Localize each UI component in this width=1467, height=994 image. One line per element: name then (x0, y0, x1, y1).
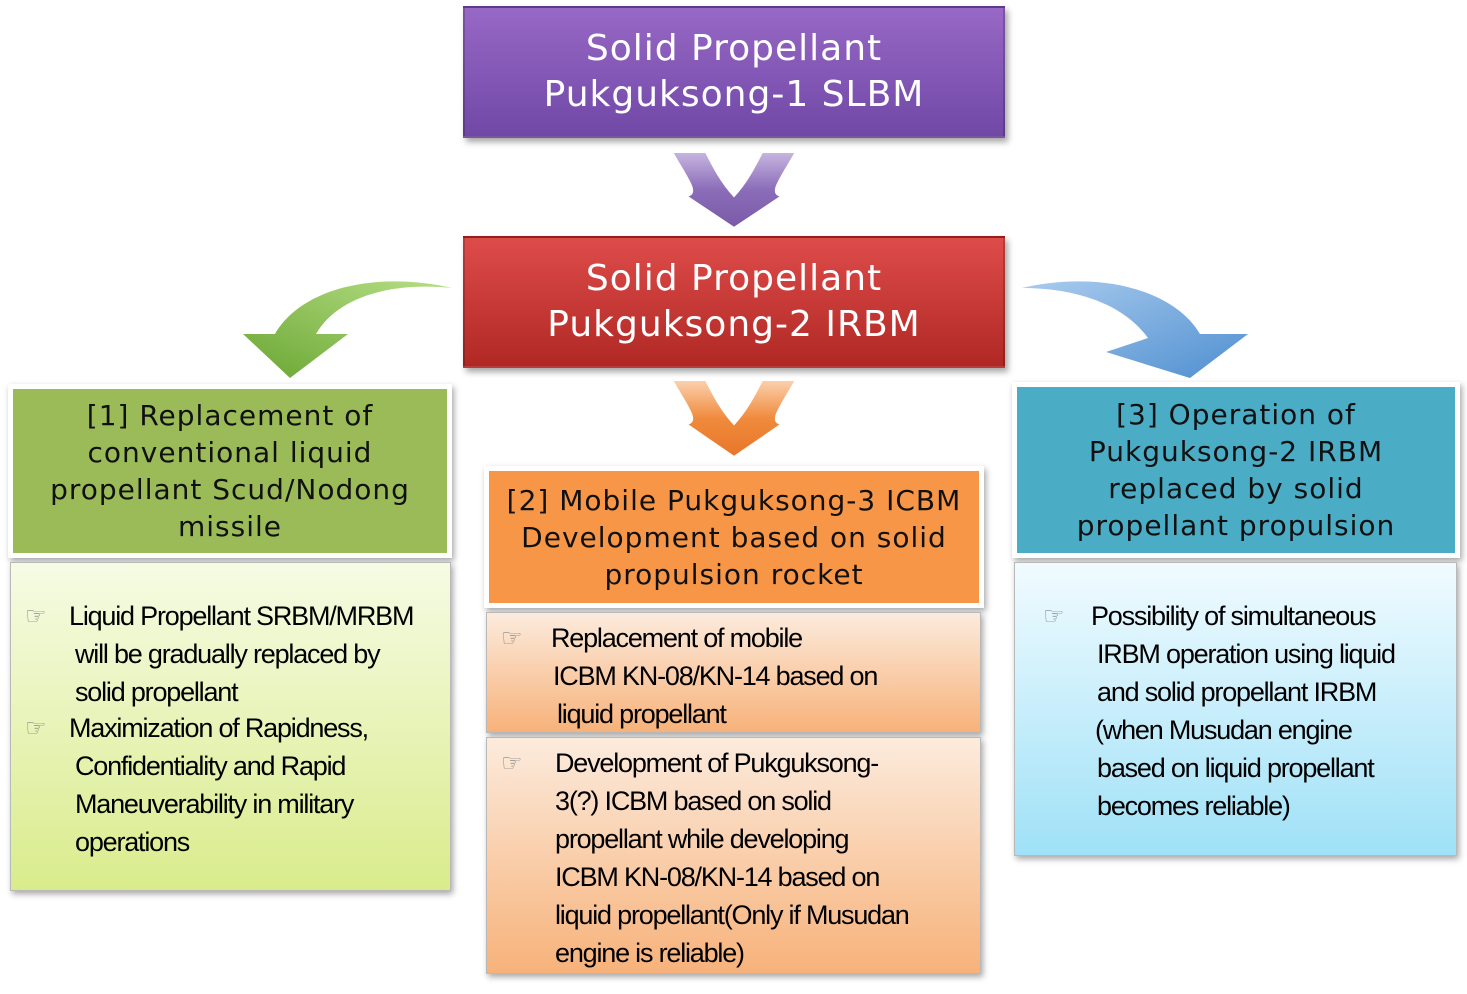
branch-2-content-2: ☞ Development of Pukguksong- 3(?) ICBM b… (486, 737, 981, 974)
middle-box-line-1: Solid Propellant (585, 258, 883, 299)
item-line: Liquid Propellant SRBM/MRBM (69, 601, 414, 631)
item-line: ICBM KN-08/KN-14 based on (553, 661, 878, 691)
item-line: ICBM KN-08/KN-14 based on (555, 862, 880, 892)
pointing-hand-icon: ☞ (501, 624, 523, 652)
pointing-hand-icon: ☞ (1043, 602, 1065, 630)
branch-1-content: ☞ Liquid Propellant SRBM/MRBM will be gr… (10, 562, 451, 891)
top-box-pukguksong-1: Solid Propellant Pukguksong-1 SLBM (463, 6, 1005, 138)
branch-2-header-line: Development based on solid (521, 520, 947, 554)
item-line: IRBM operation using liquid (1097, 639, 1396, 669)
branch-2-header: [2] Mobile Pukguksong-3 ICBM Development… (484, 466, 984, 608)
item-line: Replacement of mobile (551, 623, 803, 653)
branch-2-header-line: [2] Mobile Pukguksong-3 ICBM (506, 483, 962, 517)
item-line: operations (75, 827, 190, 857)
down-arrow-orange (670, 379, 798, 459)
branch-1-header-line: [1] Replacement of (86, 399, 374, 432)
branch-3-header-line: Pukguksong-2 IRBM (1088, 435, 1384, 468)
branch-3-content: ☞ Possibility of simultaneous IRBM opera… (1014, 562, 1457, 856)
top-box-line-1: Solid Propellant (585, 28, 883, 69)
branch-1-header-line: missile (177, 510, 282, 543)
branch-2-content-1: ☞ Replacement of mobile ICBM KN-08/KN-14… (486, 612, 981, 733)
item-line: liquid propellant(Only if Musudan (555, 900, 910, 930)
pointing-hand-icon: ☞ (25, 714, 47, 742)
branch-3-header-line: [3] Operation of (1116, 398, 1356, 431)
item-line: becomes reliable) (1097, 791, 1291, 821)
branch-1-header-line: conventional liquid (87, 436, 373, 469)
item-line: (when Musudan engine (1095, 715, 1353, 745)
item-line: engine is reliable) (555, 938, 745, 968)
item-line: liquid propellant (557, 699, 727, 729)
item-line: 3(?) ICBM based on solid (555, 786, 832, 816)
branch-1-header: [1] Replacement of conventional liquid p… (8, 384, 452, 558)
pointing-hand-icon: ☞ (501, 749, 523, 777)
branch-1-header-line: propellant Scud/Nodong (50, 473, 410, 506)
pointing-hand-icon: ☞ (25, 602, 47, 630)
down-arrow-purple (670, 151, 798, 230)
item-line: solid propellant (75, 677, 239, 707)
item-line: Maximization of Rapidness, (69, 713, 369, 743)
branch-3-header-line: replaced by solid (1108, 472, 1364, 505)
item-line: Confidentiality and Rapid (75, 751, 346, 781)
curved-arrow-blue (1022, 281, 1248, 378)
item-line: Development of Pukguksong- (555, 748, 879, 778)
item-line: and solid propellant IRBM (1097, 677, 1377, 707)
item-line: Maneuverability in military (75, 789, 354, 819)
top-box-line-2: Pukguksong-1 SLBM (543, 74, 925, 115)
curved-arrow-green (243, 281, 452, 378)
item-line: Possibility of simultaneous (1091, 601, 1376, 631)
middle-box-pukguksong-2: Solid Propellant Pukguksong-2 IRBM (463, 236, 1005, 368)
middle-box-line-2: Pukguksong-2 IRBM (547, 304, 921, 345)
item-line: propellant while developing (555, 824, 850, 854)
branch-3-header: [3] Operation of Pukguksong-2 IRBM repla… (1012, 382, 1460, 558)
item-line: based on liquid propellant (1097, 753, 1375, 783)
item-line: will be gradually replaced by (75, 639, 381, 669)
branch-3-header-line: propellant propulsion (1076, 509, 1396, 542)
branch-2-header-line: propulsion rocket (604, 557, 864, 591)
